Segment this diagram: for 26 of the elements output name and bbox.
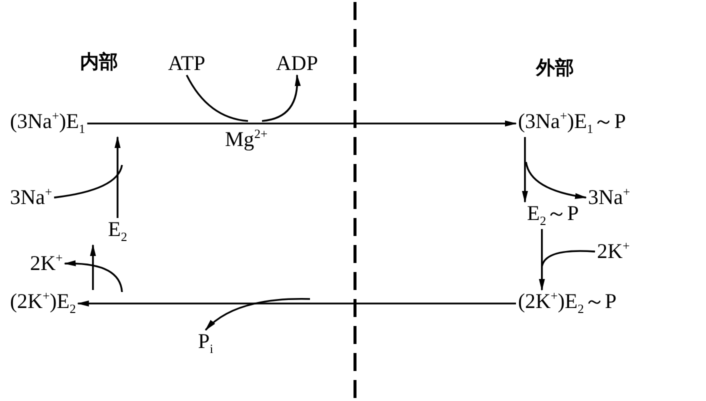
arrow [87, 120, 517, 127]
state-label: E$_{2}$～P [527, 202, 579, 230]
arrow [538, 229, 545, 291]
arrow [76, 300, 516, 307]
state-label: (3Na$^{+}$)E$_{1}$～P [518, 110, 626, 138]
state-label: 2K$^{+}$ [30, 252, 63, 276]
state-label: 2K$^{+}$ [597, 240, 630, 264]
arrow [522, 137, 528, 203]
arrow [262, 74, 300, 122]
region-label: 内部 [80, 52, 118, 73]
state-label: ATP [168, 52, 206, 76]
state-label: (2K$^{+}$)E$_{2}$～P [518, 290, 617, 318]
state-label: 3Na$^{+}$ [588, 186, 630, 210]
region-label: 外部 [536, 58, 574, 79]
arrow [90, 244, 96, 290]
state-label: ADP [276, 52, 318, 76]
state-label: (2K$^{+}$)E$_{2}$ [10, 290, 76, 318]
state-label: 3Na$^{+}$ [10, 186, 52, 210]
state-label: E$_{2}$ [108, 218, 128, 246]
arrow [204, 298, 310, 331]
arrow [525, 162, 587, 199]
state-label: P$_{i}$ [198, 330, 214, 358]
state-label: (3Na$^{+}$)E$_{1}$ [10, 110, 86, 138]
arrow [114, 136, 121, 218]
arrow [64, 260, 123, 292]
cofactor-label: Mg$^{2+}$ [225, 128, 268, 152]
